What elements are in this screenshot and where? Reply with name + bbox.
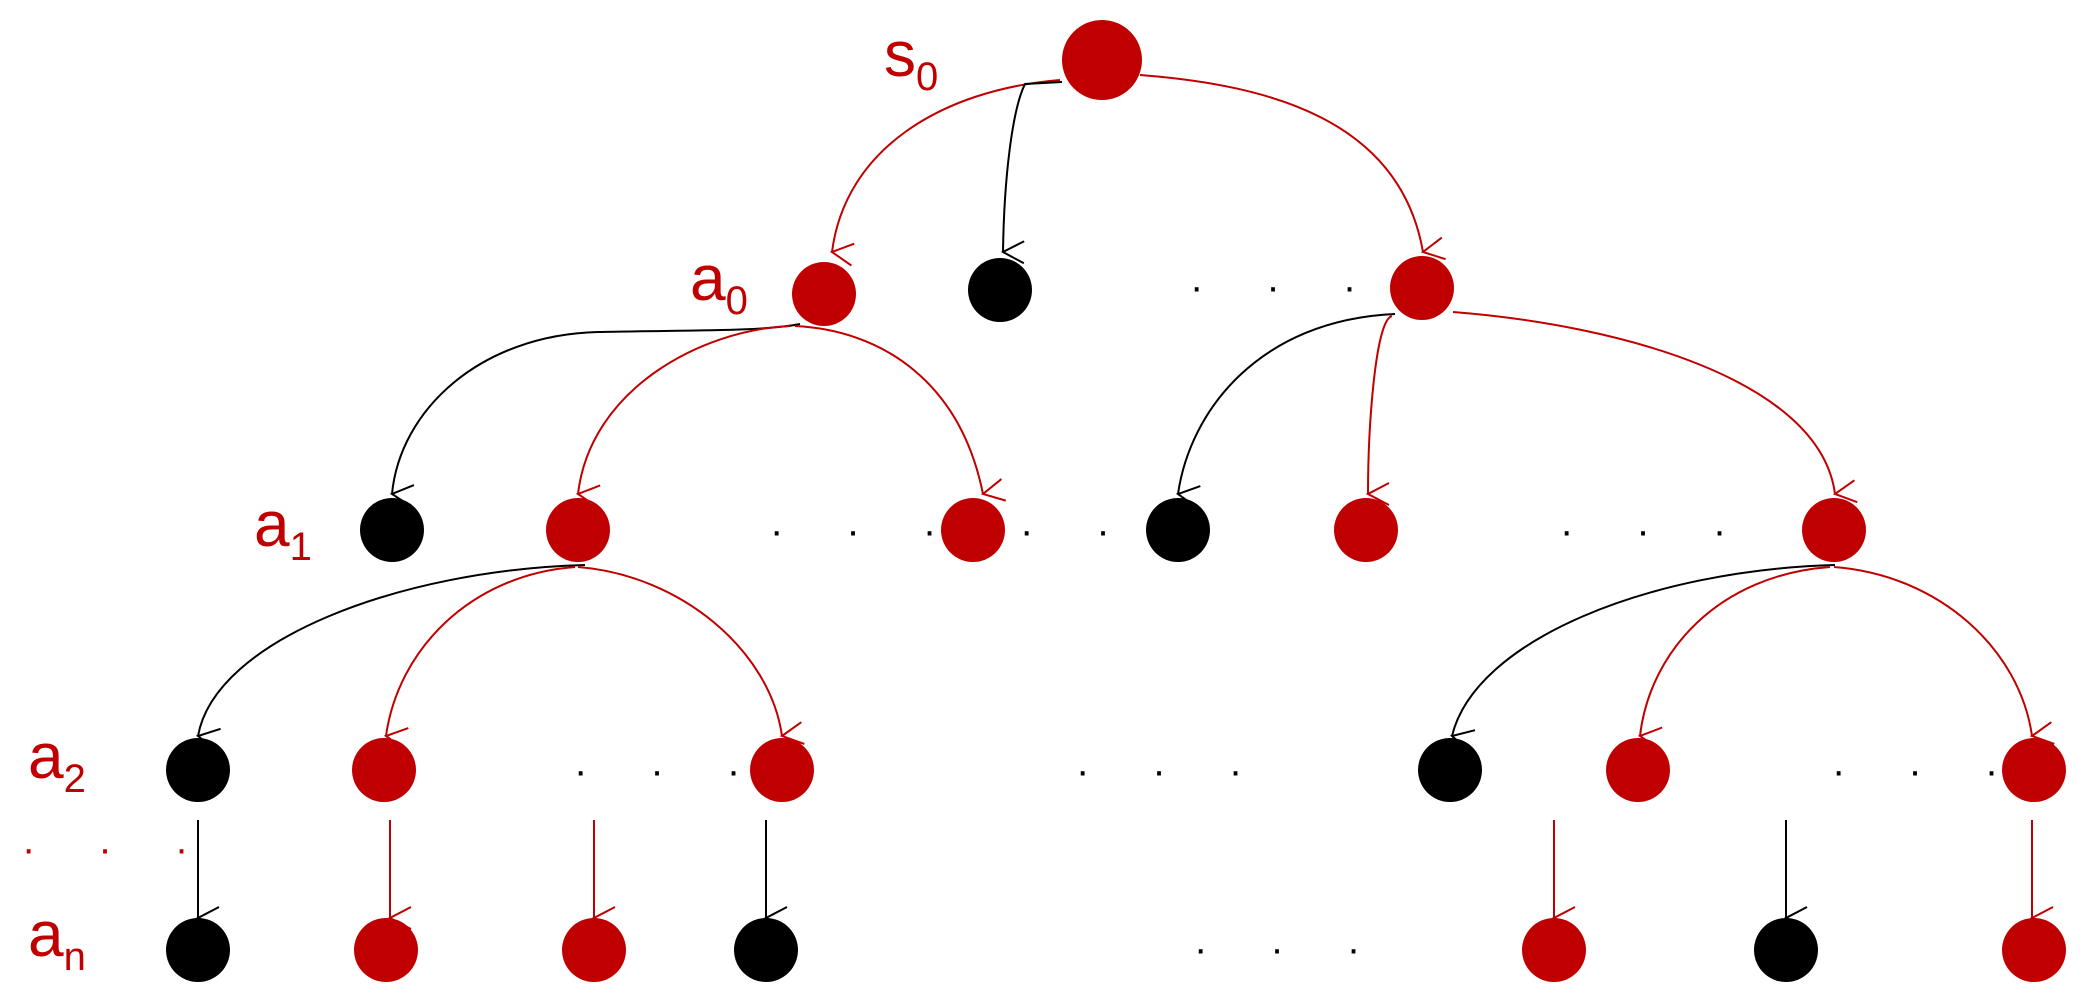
- ellipsis-l3-right: · · ·: [1832, 749, 2024, 793]
- node-l3-d: [1418, 738, 1482, 802]
- edge-l1-c-to-l2-f: [1452, 311, 1835, 494]
- node-l2-a: [360, 498, 424, 562]
- node-l3-c: [750, 738, 814, 802]
- node-l2-f: [1802, 498, 1866, 562]
- edge-l2-b-to-l3-b: [386, 566, 576, 736]
- node-l2-d: [1146, 498, 1210, 562]
- node-l1-c: [1390, 256, 1454, 320]
- ellipses: · · · · · · · · · · · · · · · · · · · · …: [574, 265, 2024, 971]
- label-a1: a1: [254, 488, 312, 569]
- edge-l1-c-to-l2-e: [1368, 315, 1393, 494]
- edge-l1-c-to-l2-d: [1178, 313, 1396, 494]
- ellipsis-l2-mid: · · ·: [1020, 509, 1212, 553]
- node-l4-f: [1754, 918, 1818, 982]
- node-l3-f: [2002, 738, 2066, 802]
- ellipsis-l2-left: · · ·: [770, 509, 962, 553]
- node-l2-e: [1334, 498, 1398, 562]
- edge-root-to-l1-c: [1139, 74, 1423, 252]
- node-l2-c: [941, 498, 1005, 562]
- edge-l1-a-to-l2-b: [578, 325, 791, 494]
- edge-l1-a-to-l2-c: [794, 325, 983, 494]
- edge-l2-f-to-l3-f: [1833, 566, 2032, 736]
- edge-l2-f-to-l3-d: [1452, 564, 1836, 736]
- label-a0: a0: [690, 242, 748, 323]
- node-l4-d: [734, 918, 798, 982]
- node-l3-e: [1606, 738, 1670, 802]
- label-s0: s0: [884, 18, 938, 99]
- node-l3-b: [352, 738, 416, 802]
- node-l4-a: [166, 918, 230, 982]
- label-level-ellipsis: · · ·: [22, 827, 214, 871]
- node-l1-b: [968, 258, 1032, 322]
- ellipsis-l3-left: · · ·: [574, 749, 766, 793]
- node-l2-b: [546, 498, 610, 562]
- ellipsis-l1: · · ·: [1190, 265, 1382, 309]
- edge-l2-f-to-l3-e: [1640, 566, 1831, 736]
- node-l4-b: [354, 918, 418, 982]
- node-l4-g: [2002, 918, 2066, 982]
- label-an: an: [28, 898, 86, 979]
- label-a2: a2: [28, 720, 86, 801]
- edge-l1-a-to-l2-a: [392, 323, 801, 494]
- node-l1-a: [792, 262, 856, 326]
- node-root: [1062, 20, 1142, 100]
- edge-l2-b-to-l3-a: [198, 564, 586, 736]
- node-l4-e: [1522, 918, 1586, 982]
- edge-l2-b-to-l3-c: [577, 566, 782, 736]
- node-l4-c: [562, 918, 626, 982]
- level-labels: s0 a0 a1 a2 · · · an: [22, 18, 938, 979]
- tree-nodes: [166, 20, 2066, 982]
- edge-root-to-l1-a: [832, 79, 1061, 252]
- tree-edges: [198, 74, 2032, 918]
- node-l3-a: [166, 738, 230, 802]
- ellipsis-l2-right: · · ·: [1560, 509, 1752, 553]
- ellipsis-l3-mid: · · ·: [1076, 749, 1268, 793]
- edge-root-to-l1-b: [1003, 81, 1063, 252]
- ellipsis-l4: · · ·: [1194, 927, 1386, 971]
